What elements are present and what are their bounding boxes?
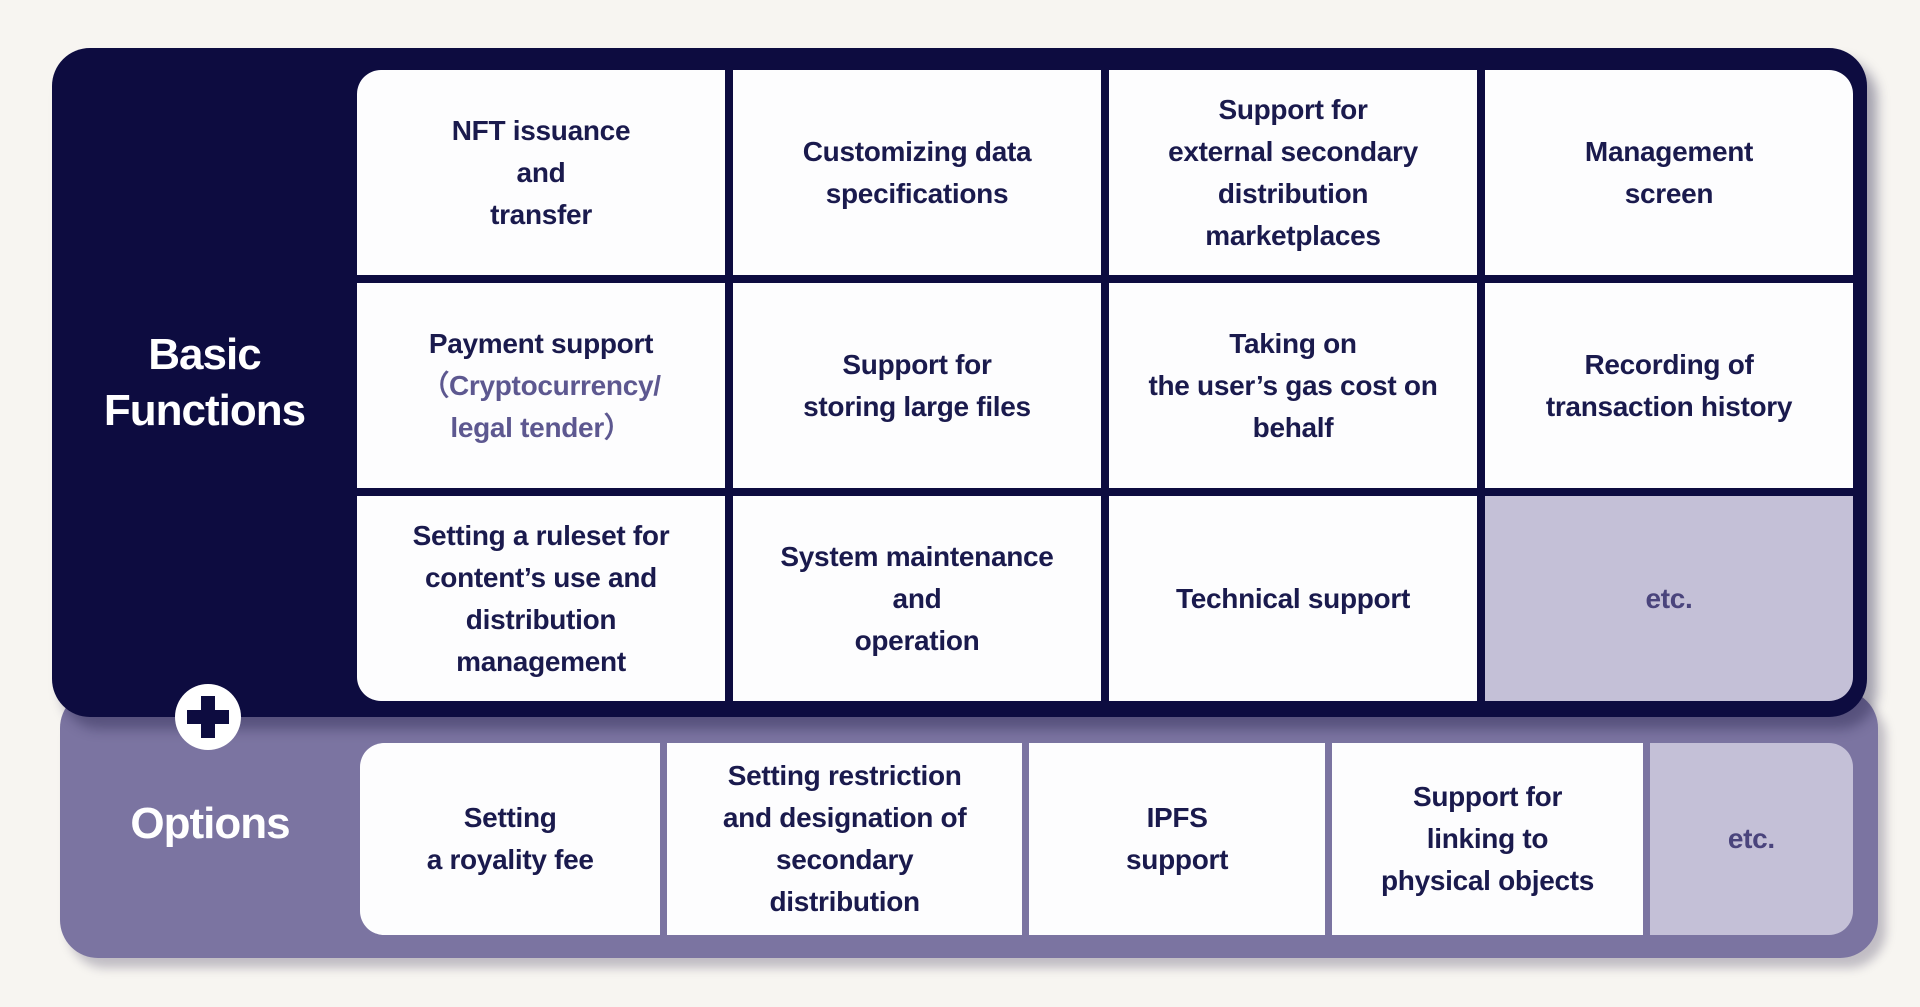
- cell-ipfs-support: IPFS support: [1028, 743, 1326, 935]
- basic-functions-label: Basic Functions: [103, 329, 306, 435]
- cell-text: Payment support: [428, 327, 654, 359]
- cell-technical-support: Technical support: [1109, 496, 1477, 701]
- cell-system-maintenance-operation: System maintenance and operation: [733, 496, 1101, 701]
- cell-text: Management screen: [1584, 135, 1754, 209]
- cell-text: Recording of transaction history: [1545, 348, 1793, 422]
- cell-external-secondary-marketplace-support: Support for external secondary distribut…: [1109, 70, 1477, 275]
- cell-customizing-data-specifications: Customizing data specifications: [733, 70, 1101, 275]
- cell-text: Support for storing large files: [803, 348, 1031, 422]
- cell-physical-object-linking-support: Support for linking to physical objects: [1332, 743, 1643, 935]
- cell-text: Technical support: [1176, 582, 1410, 614]
- cell-text: Customizing data specifications: [802, 135, 1032, 209]
- cell-secondary-distribution-restriction: Setting restriction and designation of s…: [667, 743, 1022, 935]
- cell-management-screen: Management screen: [1485, 70, 1853, 275]
- cell-text: System maintenance and operation: [780, 540, 1054, 656]
- cell-text: Support for external secondary distribut…: [1168, 93, 1418, 251]
- cell-basic-etc: etc.: [1485, 496, 1853, 701]
- cell-payment-support: Payment support （Cryptocurrency/ legal t…: [357, 283, 725, 488]
- cell-large-file-storage-support: Support for storing large files: [733, 283, 1101, 488]
- cell-text: Taking on the user’s gas cost on behalf: [1148, 327, 1438, 443]
- cell-text: IPFS support: [1126, 802, 1229, 875]
- cell-text: Setting a royality fee: [426, 802, 594, 875]
- plus-icon-horizontal-bar: [187, 710, 229, 724]
- cell-text: etc.: [1727, 823, 1775, 854]
- cell-subtext: （Cryptocurrency/ legal tender）: [421, 369, 661, 443]
- options-panel: Options Setting a royality fee Setting r…: [60, 690, 1878, 958]
- cell-nft-issuance-and-transfer: NFT issuance and transfer: [357, 70, 725, 275]
- cell-text: NFT issuance and transfer: [451, 114, 631, 230]
- cell-text: Setting a ruleset for content’s use and …: [412, 519, 670, 677]
- cell-options-etc: etc.: [1649, 743, 1853, 935]
- cell-text: etc.: [1645, 582, 1693, 614]
- options-label: Options: [130, 799, 290, 849]
- cell-transaction-history-recording: Recording of transaction history: [1485, 283, 1853, 488]
- options-grid: Setting a royality fee Setting restricti…: [360, 743, 1853, 935]
- cell-text: Support for linking to physical objects: [1380, 781, 1595, 896]
- basic-functions-grid: NFT issuance and transfer Customizing da…: [357, 70, 1853, 701]
- plus-icon: [175, 684, 241, 750]
- cell-gas-cost-coverage: Taking on the user’s gas cost on behalf: [1109, 283, 1477, 488]
- cell-royalty-fee-setting: Setting a royality fee: [360, 743, 661, 935]
- cell-content-use-ruleset-setting: Setting a ruleset for content’s use and …: [357, 496, 725, 701]
- basic-functions-panel: Basic Functions NFT issuance and transfe…: [52, 48, 1867, 717]
- cell-text: Setting restriction and designation of s…: [722, 760, 967, 917]
